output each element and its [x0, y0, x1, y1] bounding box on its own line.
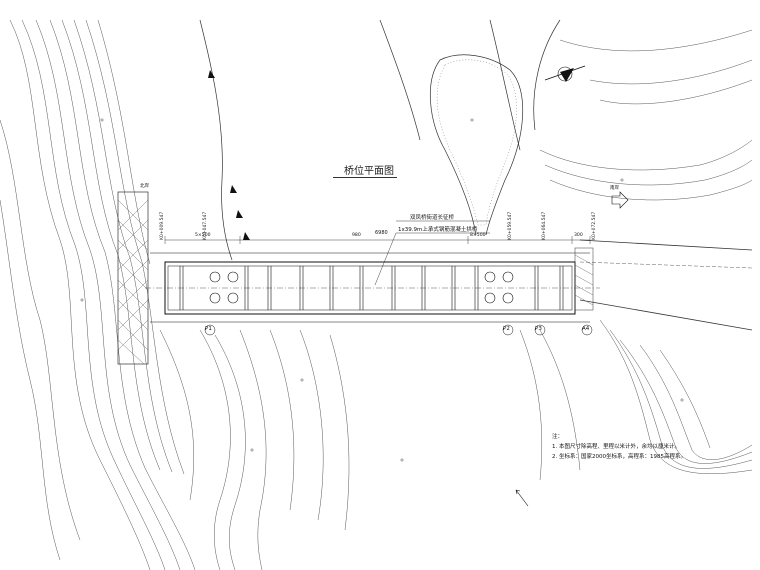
- note-item-1: 1. 本图尺寸除高程、里程以米计外，余均以厘米计。: [552, 444, 680, 450]
- contour-lines-right: [519, 29, 753, 481]
- contour-lines-left: [0, 19, 196, 570]
- direction-arrow-icon: [515, 489, 529, 507]
- leader-line: [374, 220, 490, 286]
- station-label-4: K0+064.547: [542, 211, 547, 240]
- drawing-title: 桥位平面图: [344, 166, 394, 177]
- triangle-markers: [208, 70, 250, 240]
- road-right: [579, 239, 753, 331]
- river-outline: [199, 19, 561, 261]
- pier-markers: [204, 324, 593, 336]
- survey-marks: [80, 118, 684, 462]
- dimension-line: [164, 236, 591, 244]
- contour-lines-bottom: [159, 329, 350, 570]
- station-label-3: K0+059.547: [508, 211, 513, 240]
- station-label-5: K0+072.547: [592, 211, 597, 240]
- span-label-right: 8×500: [470, 233, 486, 238]
- pier-label-p2: P2: [503, 326, 510, 332]
- span-label-right-end: 300: [574, 233, 583, 238]
- bridge-name-label: 双凤桥街道长征桥: [410, 215, 455, 221]
- span-label-left: 5×500: [195, 233, 211, 238]
- north-arrow-icon: [544, 65, 586, 82]
- left-abutment: [117, 191, 149, 365]
- south-bank-label: 南岸: [610, 186, 619, 191]
- bridge-type-label: 1x39.9m上承式钢筋混凝土拱桥: [398, 227, 478, 233]
- station-label-1: K0+009.547: [160, 211, 165, 240]
- pier-label-a4: A4: [582, 326, 590, 332]
- station-label-2: K0+047.547: [203, 211, 208, 240]
- note-item-2: 2. 坐标系：国家2000坐标系，高程系：1985高程系。: [552, 454, 686, 460]
- north-bank-label: 北岸: [140, 184, 149, 189]
- notes-block: 注： 1. 本图尺寸除高程、里程以米计外，余均以厘米计。 2. 坐标系：国家20…: [552, 432, 686, 462]
- notes-heading: 注：: [552, 434, 564, 440]
- total-length-label: 6980: [375, 230, 388, 236]
- pier-label-p1: P1: [205, 326, 212, 332]
- pond-area: [436, 59, 517, 226]
- flow-arrow-icon: [611, 191, 629, 209]
- title-underline: [333, 177, 397, 178]
- span-label-center: 980: [352, 233, 361, 238]
- pier-label-p3: P3: [535, 326, 542, 332]
- bridge-deck: [145, 247, 600, 323]
